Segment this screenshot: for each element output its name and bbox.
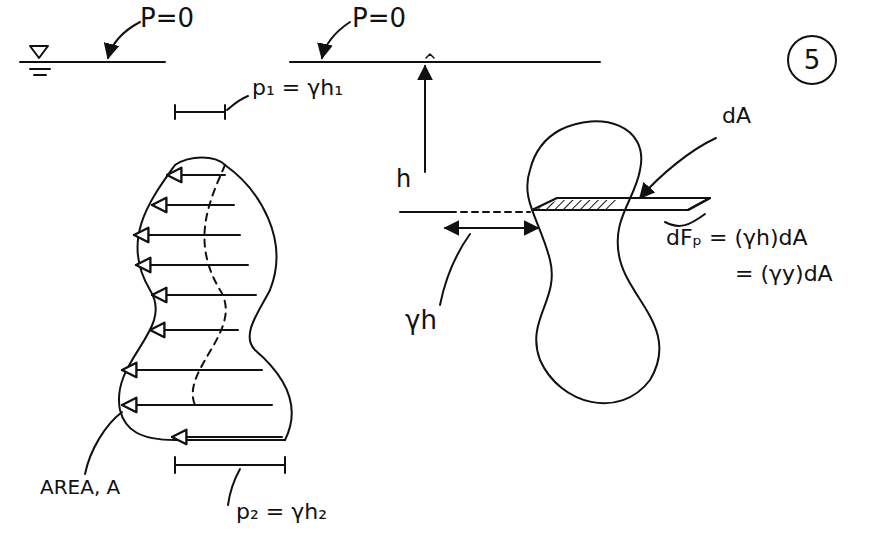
area-label: dA [722,104,751,128]
pressure-label: P=0 [352,4,406,33]
area-label: AREA, A [40,476,120,498]
depth-label: h [396,166,411,192]
force-label: = (γy)dA [735,262,833,286]
pressure-label: γh [405,306,437,335]
pressure-label: p₁ = γh₁ [252,76,343,100]
pressure-label: p₂ = γh₂ [236,500,327,524]
free-surface-right [290,22,600,62]
callout-circle [788,36,836,84]
force-label: dFₚ = (γh)dA [666,226,808,250]
callout-number: 5 [804,46,821,75]
pressure-prism [85,96,292,505]
pressure-label: P=0 [140,4,194,33]
